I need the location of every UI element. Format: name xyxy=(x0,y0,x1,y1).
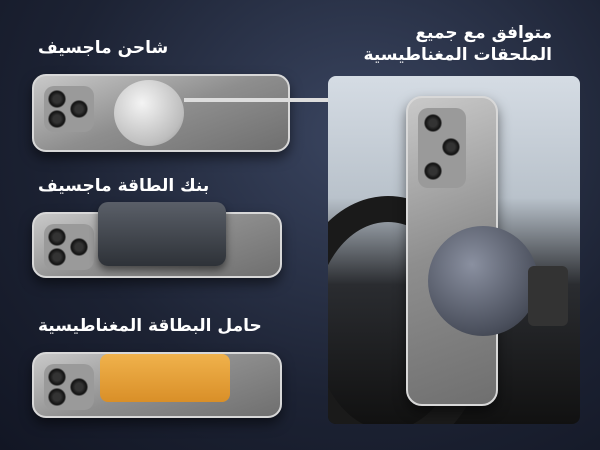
vent-clip xyxy=(528,266,568,326)
item-label-power-bank: بنك الطاقة ماجسيف xyxy=(38,176,210,196)
magsafe-charger-icon xyxy=(114,80,184,146)
camera-icon xyxy=(418,108,466,188)
car-mount-photo xyxy=(328,76,580,424)
phone-with-power-bank xyxy=(32,202,282,278)
card-holder-icon xyxy=(100,354,230,402)
charger-cable xyxy=(184,98,344,102)
headline: متوافق مع جميع الملحقات المغناطيسية xyxy=(364,22,552,66)
phone-with-card-holder xyxy=(32,352,282,418)
power-bank-icon xyxy=(98,202,226,266)
phone-with-charger xyxy=(32,74,344,152)
camera-icon xyxy=(44,86,94,132)
magnetic-mount-icon xyxy=(428,226,538,336)
headline-line1: متوافق مع جميع xyxy=(415,23,552,43)
camera-icon xyxy=(44,364,94,410)
camera-icon xyxy=(44,224,94,270)
headline-line2: الملحقات المغناطيسية xyxy=(363,45,552,65)
item-label-card-holder: حامل البطاقة المغناطيسية xyxy=(38,316,262,336)
item-label-charger: شاحن ماجسيف xyxy=(38,38,169,58)
